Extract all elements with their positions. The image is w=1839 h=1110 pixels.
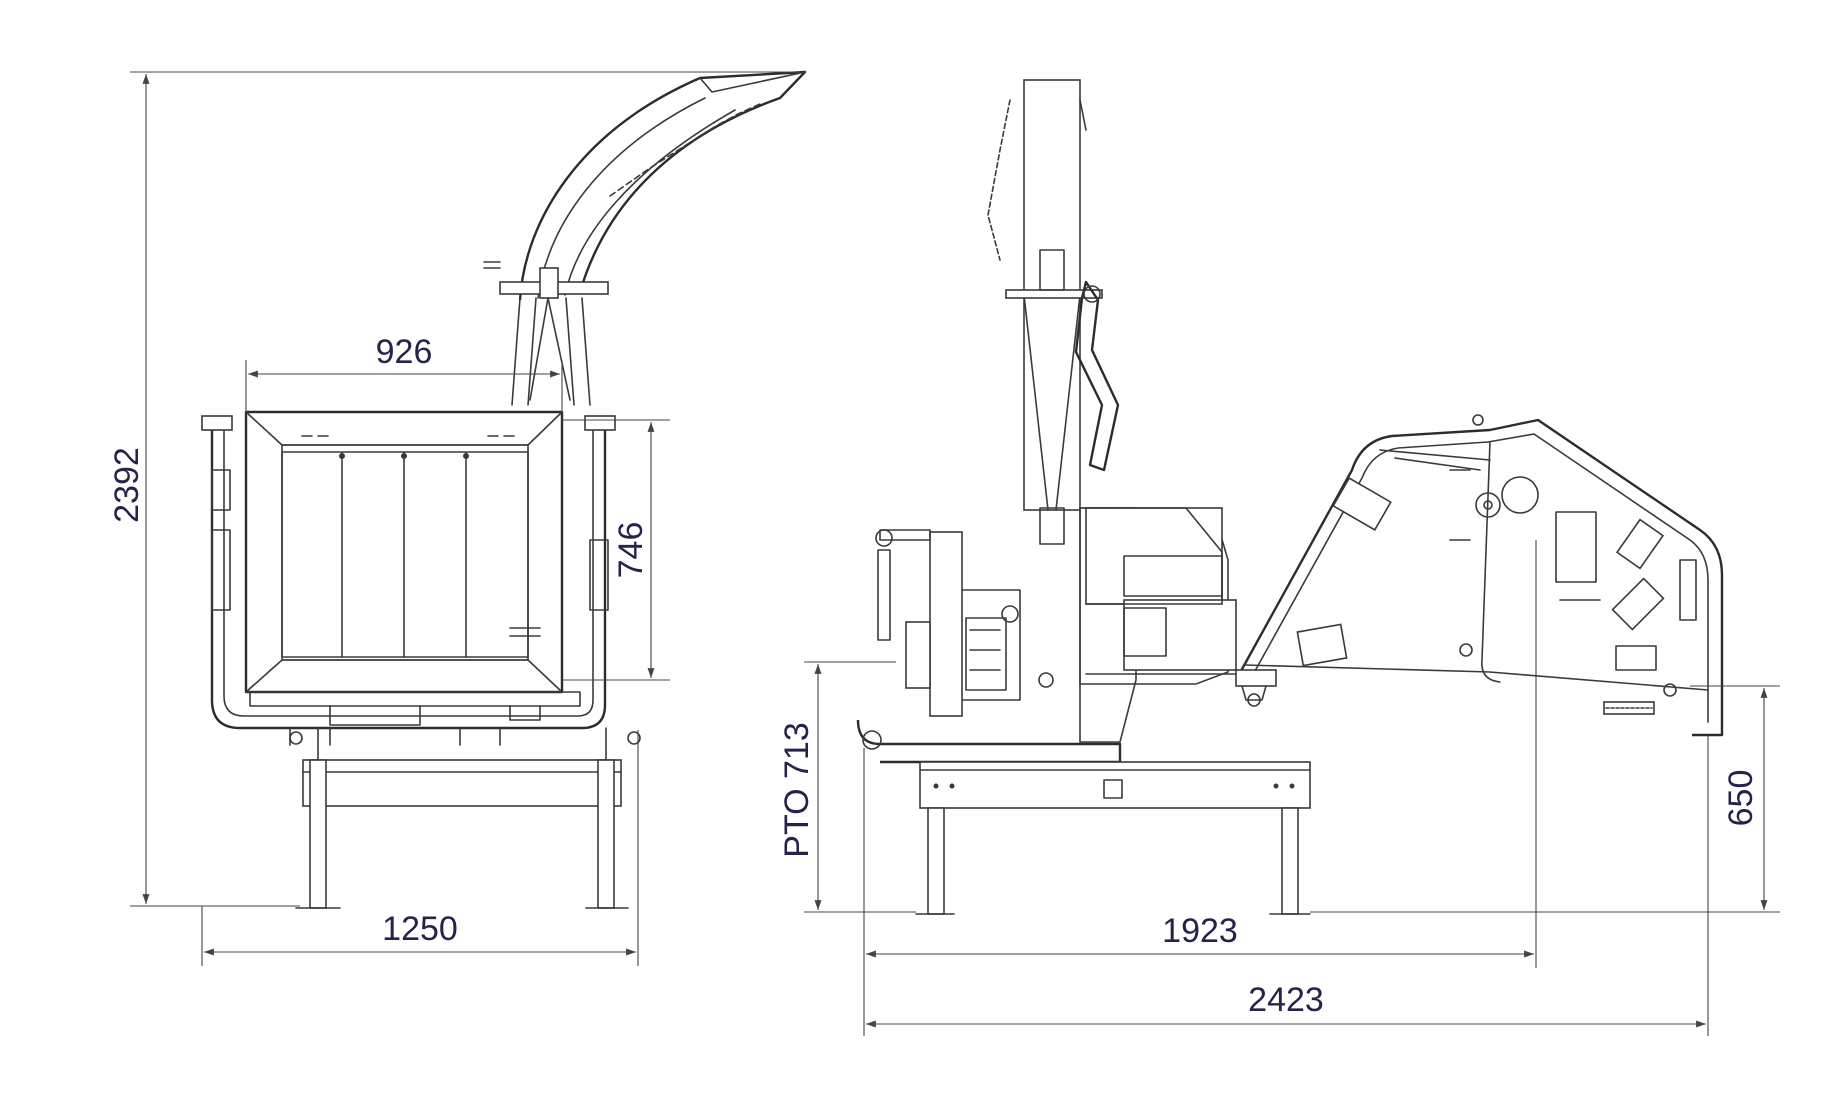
dimension-2392: 2392 (108, 71, 800, 907)
dimension-label-926: 926 (376, 333, 433, 371)
dimension-label-2392: 2392 (108, 447, 146, 523)
side-pto-gearbox (875, 529, 1054, 717)
dimension-label-pto-713: PTO 713 (778, 722, 816, 857)
front-hopper (244, 410, 581, 707)
dimension-2423: 2423 (866, 736, 1709, 1036)
dimension-746: 746 (562, 419, 670, 681)
dimension-1250: 1250 (201, 730, 639, 966)
dimension-label-650: 650 (1722, 770, 1760, 827)
front-mast (511, 297, 591, 406)
side-base-frame (856, 719, 1311, 915)
side-feed-hopper (1234, 414, 1724, 737)
side-mast (987, 79, 1103, 545)
side-control-lever (1074, 280, 1120, 472)
dimension-1923: 1923 (863, 540, 1537, 1036)
dimension-pto-713: PTO 713 (778, 661, 916, 913)
front-frame (201, 415, 616, 730)
front-discharge-chute (483, 70, 807, 301)
dimension-650: 650 (1310, 685, 1780, 913)
dimension-label-746: 746 (612, 522, 650, 579)
front-base-stand (289, 705, 641, 909)
side-drum-housing (1079, 507, 1237, 743)
dimension-label-1250: 1250 (382, 910, 458, 948)
dimension-label-1923: 1923 (1162, 912, 1238, 950)
side-view (856, 79, 1724, 915)
front-view (201, 70, 807, 909)
dimension-label-2423: 2423 (1248, 981, 1324, 1019)
dimension-926: 926 (245, 333, 563, 412)
